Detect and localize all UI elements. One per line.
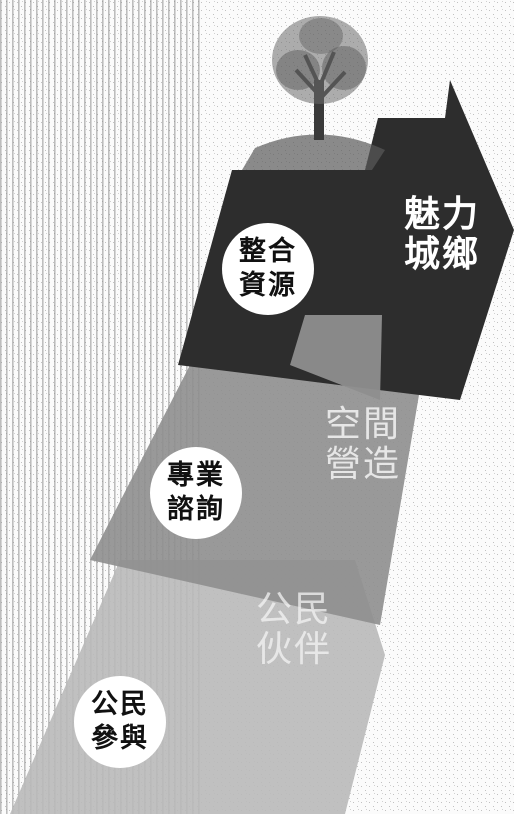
arrow-text-line1: 魅力 xyxy=(404,194,481,235)
arrow-text-line2: 營造 xyxy=(325,444,402,485)
arrow-band-charm-town xyxy=(178,80,514,400)
circle-text-line2: 參與 xyxy=(91,723,149,754)
arrow-text-line1: 空間 xyxy=(325,404,402,445)
tree-icon xyxy=(272,16,368,140)
arrow-text-line2: 城鄉 xyxy=(404,234,481,275)
circle-text-line2: 諮詢 xyxy=(167,494,225,525)
arrow-text-line2: 伙伴 xyxy=(256,629,333,670)
circle-text-line2: 資源 xyxy=(239,270,297,301)
step-notch xyxy=(290,315,382,400)
hill xyxy=(242,134,385,170)
arrow-label-space-building: 空間 營造 xyxy=(325,405,401,485)
circle-text-line1: 整合 xyxy=(239,236,297,267)
circle-text-line1: 專業 xyxy=(167,460,225,491)
circle-citizen-participation: 公民 參與 xyxy=(74,676,166,768)
arrow-text-line1: 公民 xyxy=(256,589,333,630)
circle-text-line1: 公民 xyxy=(91,689,149,720)
arrow-label-charm-town: 魅力 城鄉 xyxy=(404,195,480,275)
circle-professional-consult: 專業 諮詢 xyxy=(150,447,242,539)
circle-integrate-resources: 整合 資源 xyxy=(222,223,314,315)
arrow-label-citizen-partner: 公民 伙伴 xyxy=(256,590,332,670)
